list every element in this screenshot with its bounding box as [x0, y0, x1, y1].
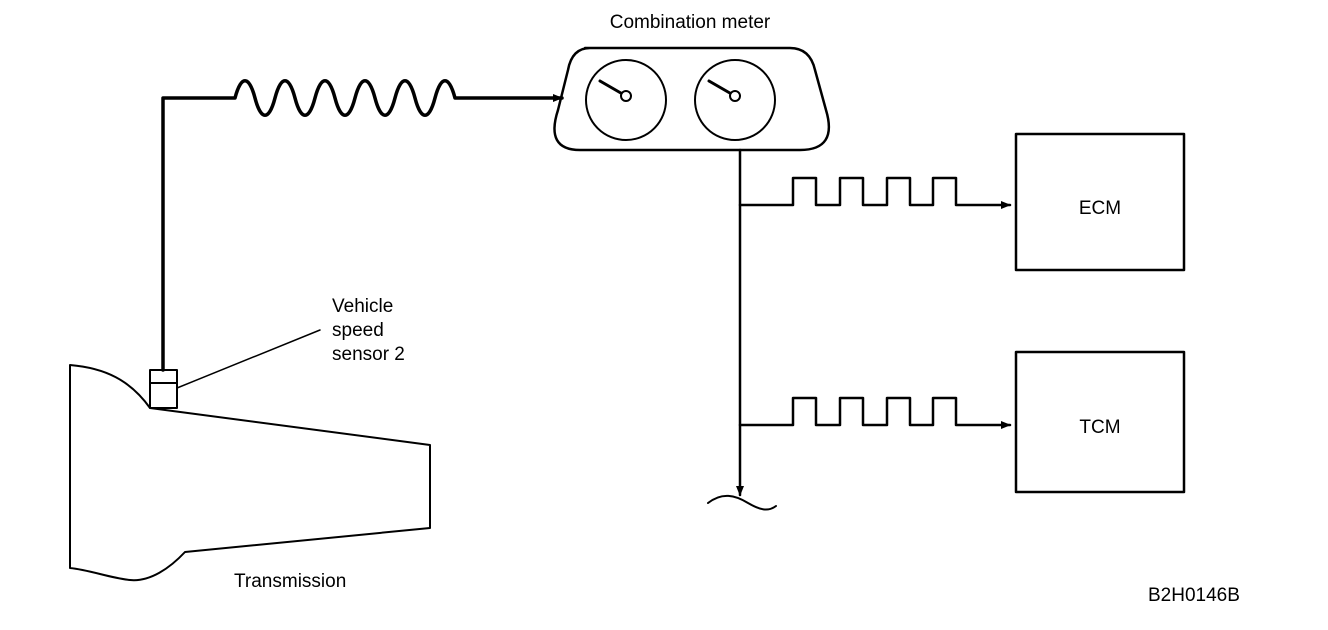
figure-code: B2H0146B [1148, 585, 1240, 606]
ecm-pulse-signal [738, 176, 1012, 209]
tcm-label: TCM [1079, 417, 1120, 438]
combination-meter-label: Combination meter [610, 12, 771, 33]
vehicle-speed-sensor [149, 369, 178, 409]
tcm-box [1014, 350, 1186, 494]
transmission-housing [69, 364, 431, 582]
transmission-label: Transmission [234, 571, 346, 592]
sensor-label-line-3: sensor 2 [332, 344, 405, 365]
combination-meter-housing [553, 46, 831, 152]
analog-signal-wire [161, 79, 564, 372]
sensor-leader-line [176, 329, 321, 389]
sensor-label-line-2: speed [332, 320, 384, 341]
tcm-pulse-signal [738, 396, 1012, 429]
sensor-label-line-1: Vehicle [332, 296, 393, 317]
ecm-box [1014, 132, 1186, 272]
right-gauge-icon [694, 59, 776, 141]
ecm-label: ECM [1079, 198, 1121, 219]
left-gauge-icon [585, 59, 667, 141]
trunk-break-symbol [707, 494, 777, 511]
